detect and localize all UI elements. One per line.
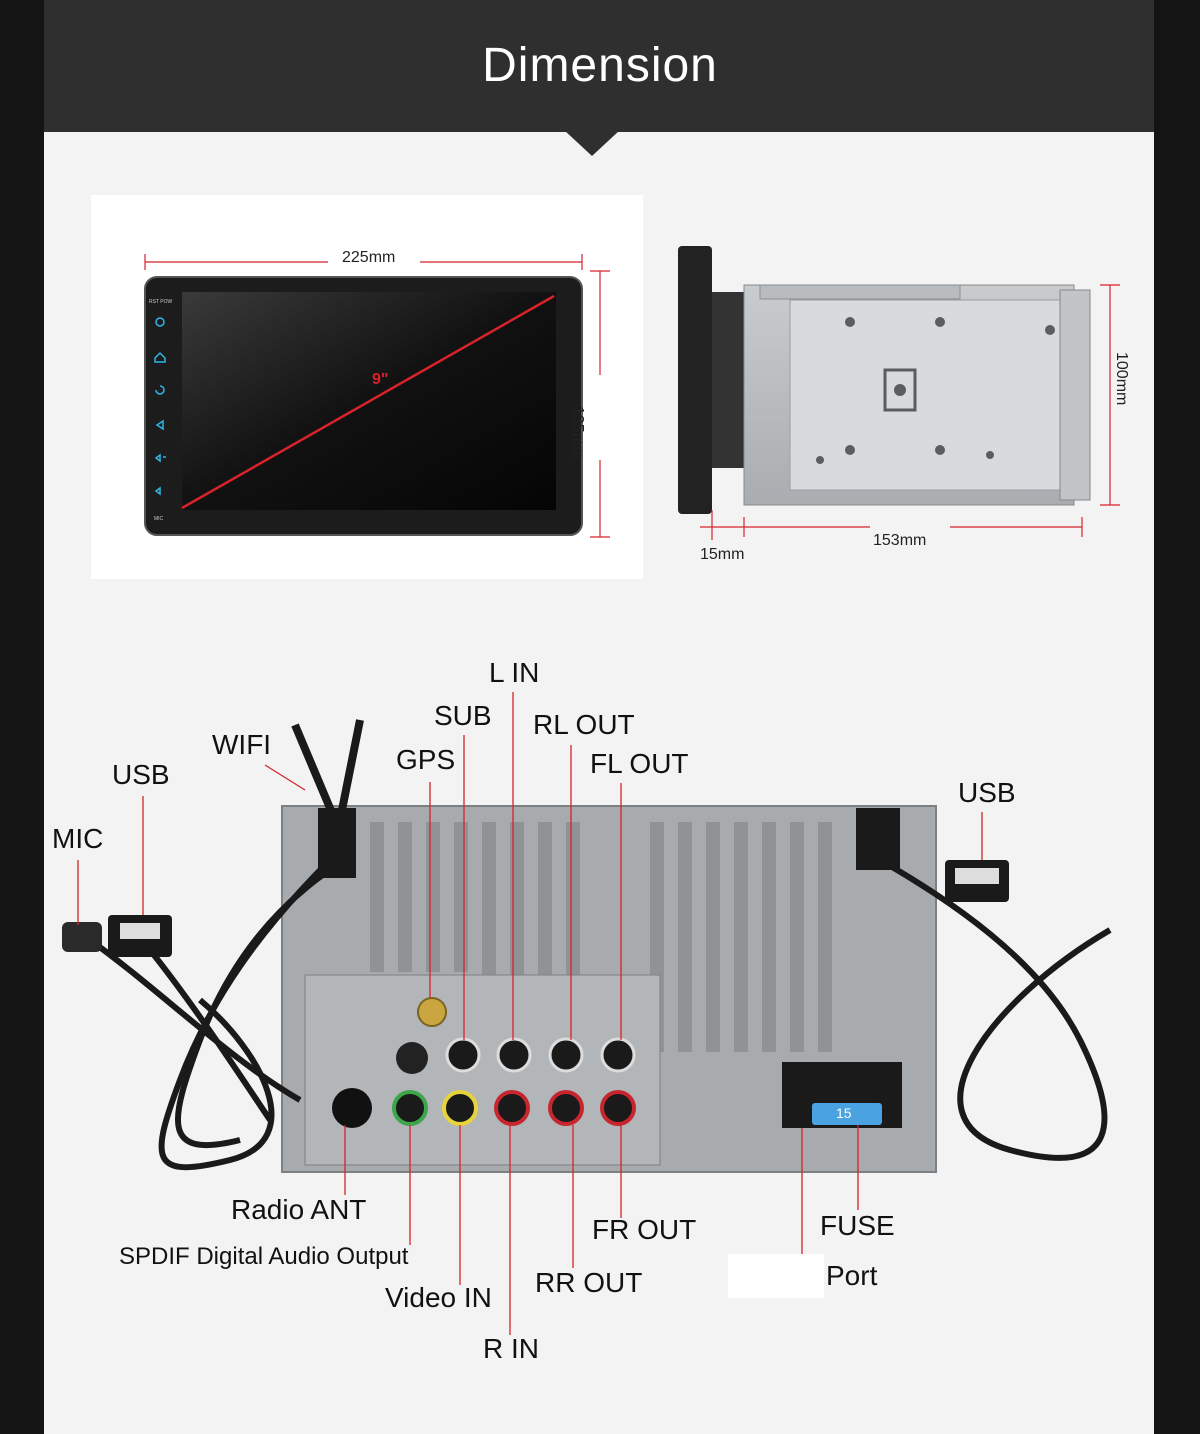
front-unit [144,276,583,536]
label-usb-right: USB [958,777,1016,808]
label-port: Port [826,1260,878,1291]
label-rr-out: RR OUT [535,1267,643,1298]
body-depth-dimension: 153mm [873,532,927,549]
rca-jacks [332,997,636,1128]
mic-plug [62,922,102,952]
label-mic: MIC [52,823,104,854]
side-unit [678,246,1091,514]
fuse-value: 15 [836,1105,852,1121]
diagonal-line [181,294,555,510]
page-title: Dimension [482,39,718,92]
leader-lines [77,692,983,1335]
label-usb-left: USB [112,759,170,790]
label-fuse: FUSE [820,1210,895,1241]
screen-top-label: RST POW [149,299,173,305]
label-video-in: Video IN [385,1282,492,1313]
front-dimension-lines [144,254,610,538]
label-rl-out: RL OUT [533,709,635,740]
screen-mic-label: MIC [154,516,164,522]
label-radio-ant: Radio ANT [231,1194,367,1225]
harness-port [782,1062,902,1128]
side-dimension-lines [700,284,1120,540]
label-wifi: WIFI [212,729,272,760]
diagonal-dimension: 9" [372,371,389,388]
touch-icons [154,317,166,496]
header-bar [44,0,1154,132]
wifi-antenna [291,719,364,822]
label-mask [728,1254,824,1298]
rear-unit [62,719,1112,1173]
label-fr-out: FR OUT [592,1214,697,1245]
label-gps: GPS [396,744,456,775]
front-depth-dimension: 15mm [700,546,745,563]
height-dimension: 135mm [569,406,586,460]
header-notch [564,130,620,156]
label-spdif: SPDIF Digital Audio Output [119,1243,409,1270]
label-r-in: R IN [483,1333,539,1364]
cables [88,857,1112,1171]
width-dimension: 225mm [342,249,396,266]
label-sub: SUB [434,700,492,731]
body-height-dimension: 100mm [1113,352,1130,406]
label-fl-out: FL OUT [590,748,689,779]
label-l-in: L IN [489,657,540,688]
